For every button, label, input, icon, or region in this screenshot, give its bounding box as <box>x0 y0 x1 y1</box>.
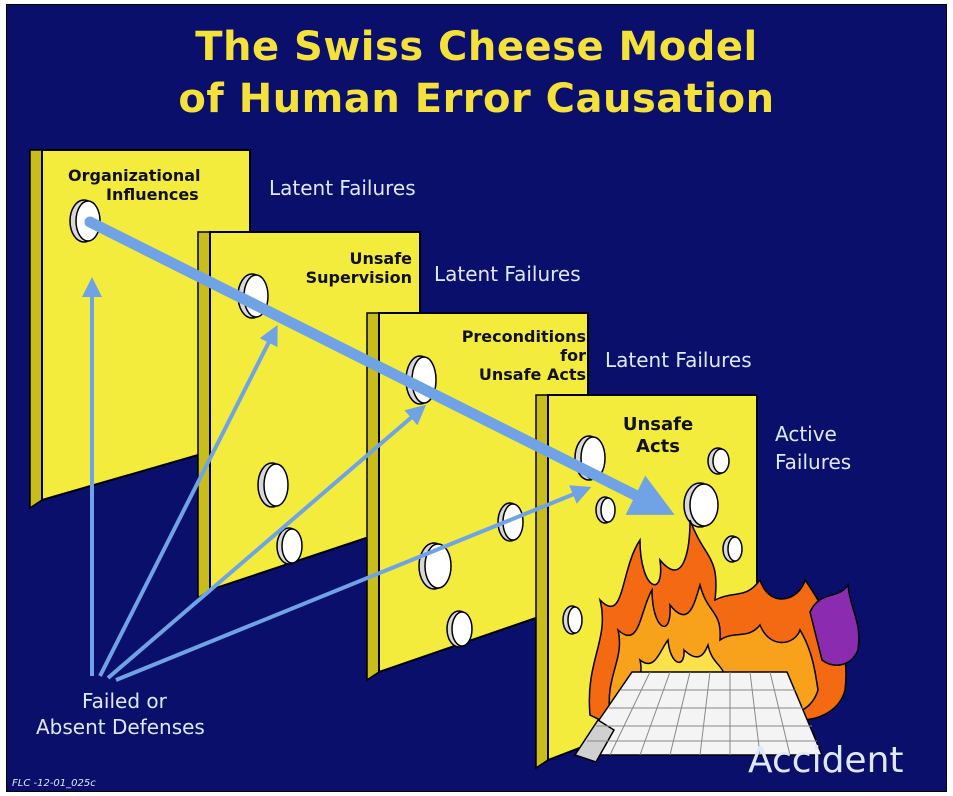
diagram-title-line2: of Human Error Causation <box>178 76 775 122</box>
defense-arrows <box>82 277 592 682</box>
failure-label-1: Latent Failures <box>269 176 416 200</box>
diagram-title-line1: The Swiss Cheese Model <box>195 24 758 70</box>
slice-label-organizational: Organizational Influences <box>68 166 201 204</box>
figure-code: FLC -12-01_025c <box>12 778 96 789</box>
accident-wreckage <box>573 671 824 763</box>
accident-trajectory-arrow <box>84 216 675 515</box>
accident-label: Accident <box>748 740 904 781</box>
slice-label-unsafe-acts: Unsafe Acts <box>622 414 694 457</box>
failure-label-3: Latent Failures <box>605 348 752 372</box>
failure-label-active: Active Failures <box>775 422 852 474</box>
slice-label-supervision: Unsafe Supervision <box>305 249 412 287</box>
slice-label-preconditions: Preconditions for Unsafe Acts <box>461 327 586 384</box>
defenses-label: Failed or Absent Defenses <box>36 689 205 739</box>
failure-label-2: Latent Failures <box>434 262 581 286</box>
